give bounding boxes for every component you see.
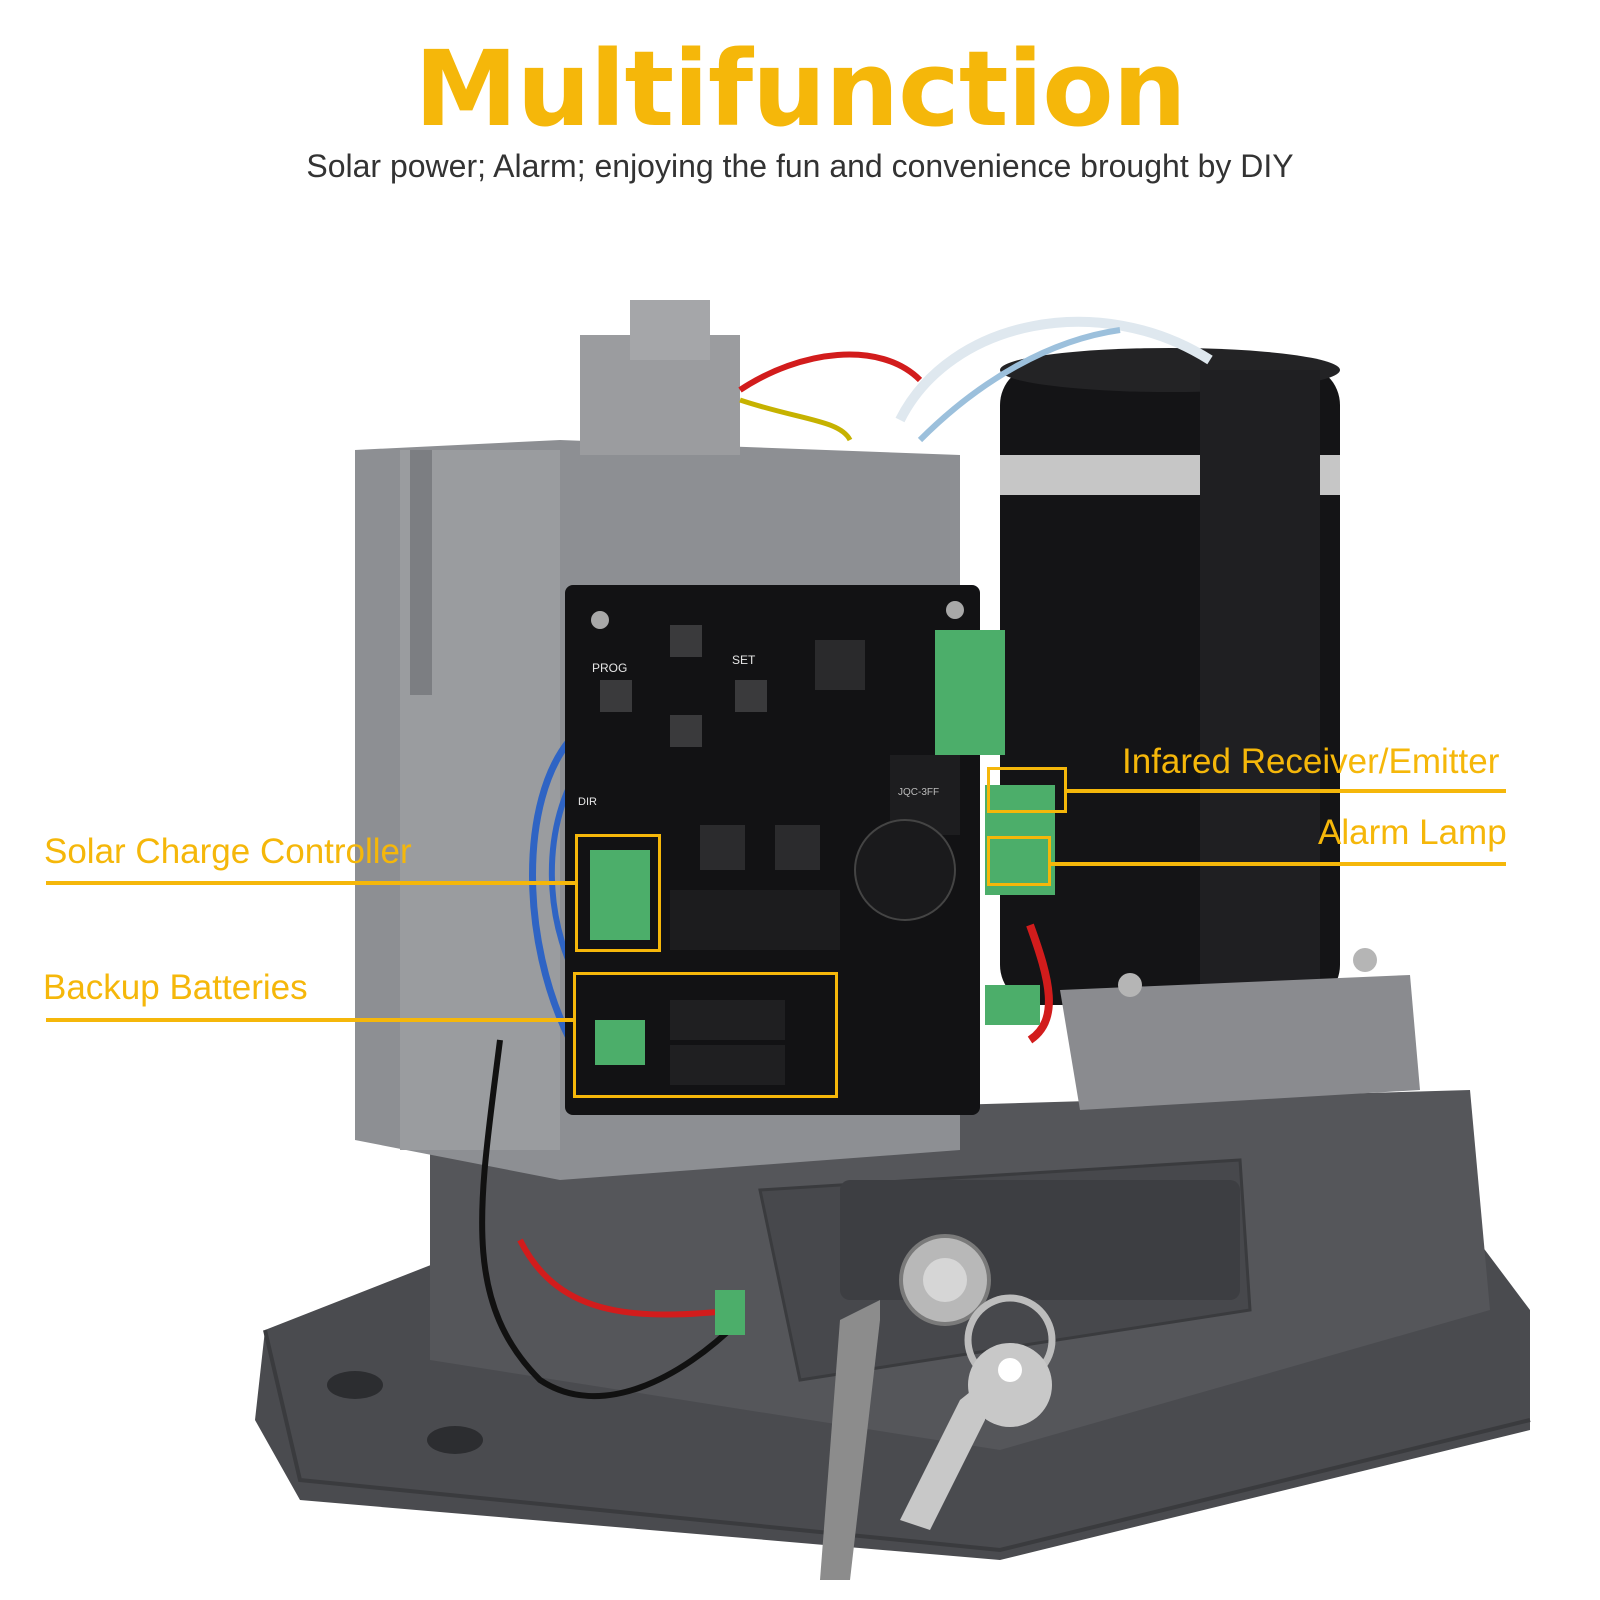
pcb-board <box>565 585 980 1115</box>
callout-infrared-line <box>1066 789 1506 793</box>
relay-label: JQC-3FF <box>898 787 939 798</box>
infrared-highlight-box <box>987 767 1067 813</box>
prog-button <box>600 680 632 712</box>
callout-alarm-lamp: Alarm Lamp <box>1318 813 1507 852</box>
callout-solar: Solar Charge Controller <box>44 832 412 871</box>
callout-batteries: Backup Batteries <box>43 968 308 1007</box>
set-label: SET <box>732 653 756 667</box>
wire-black <box>479 1039 743 1399</box>
set-button <box>735 680 767 712</box>
minus-button <box>670 715 702 747</box>
solar-highlight-box <box>575 834 661 952</box>
callout-alarm-line <box>1050 862 1506 866</box>
prog-label: PROG <box>592 661 627 675</box>
green-connector-top <box>935 630 1005 755</box>
callout-batteries-line <box>46 1018 576 1022</box>
plus-button <box>670 625 702 657</box>
green-connector-right <box>985 785 1055 895</box>
green-connector-battery <box>595 1020 645 1065</box>
capacitor <box>854 819 956 921</box>
callout-solar-line <box>46 881 576 885</box>
key-icon <box>900 1380 985 1530</box>
callout-infrared: Infared Receiver/Emitter <box>1122 742 1500 781</box>
wire-red <box>738 351 923 393</box>
batteries-highlight-box <box>573 972 838 1098</box>
page-subtitle: Solar power; Alarm; enjoying the fun and… <box>306 148 1294 184</box>
green-connector-solar <box>590 850 650 940</box>
heatsink <box>670 890 840 950</box>
wire-white <box>895 316 1213 423</box>
dir-label: DIR <box>578 796 597 808</box>
alarm-highlight-box <box>987 836 1051 886</box>
wire-blue <box>529 737 574 1042</box>
microcontroller-chip <box>815 640 865 690</box>
page-title: Multifunction <box>414 28 1186 150</box>
